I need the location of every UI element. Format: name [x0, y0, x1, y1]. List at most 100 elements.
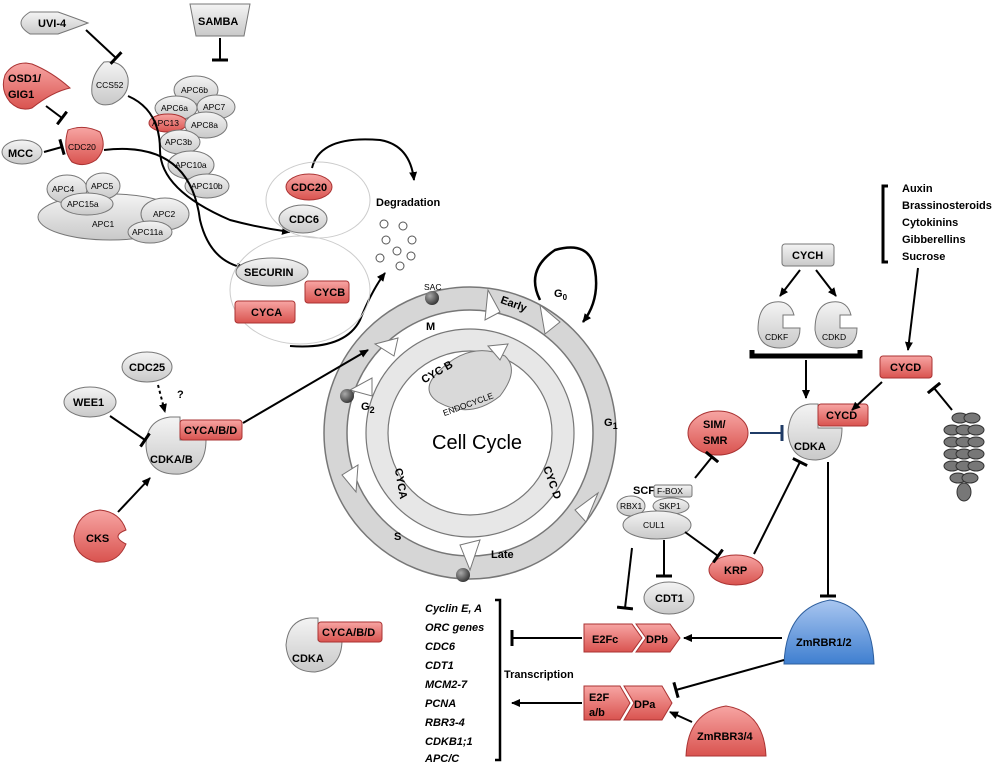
cdt1-label: CDT1: [655, 593, 684, 605]
cks-node: CKS: [73, 509, 127, 563]
proteasome: [943, 412, 985, 502]
cycd-bound-label: CYCD: [826, 410, 857, 422]
hormone-2: Brassinosteroids: [902, 200, 992, 212]
uvi4-label: UVI-4: [38, 18, 67, 30]
transcription-label: Transcription: [504, 669, 574, 681]
apc13-label: APC13: [152, 118, 179, 128]
gene-4: CDT1: [425, 660, 454, 672]
wee1-label: WEE1: [73, 397, 104, 409]
zmrbr34-label: ZmRBR3/4: [697, 731, 754, 743]
apc5-label: APC5: [91, 181, 113, 191]
apc10b-label: APC10b: [191, 181, 223, 191]
cdka-g1-label: CDKA: [794, 441, 826, 453]
cdc20-regulator-label: CDC20: [68, 142, 96, 152]
cul1-label: CUL1: [643, 520, 665, 530]
securin-label: SECURIN: [244, 267, 294, 279]
cdka-b-complex: CDKA/B CYCA/B/D: [145, 416, 243, 475]
s-phase-label: S: [394, 531, 401, 543]
osd1-node: OSD1/ GIG1: [2, 62, 72, 110]
e2fab-label-2: a/b: [589, 707, 605, 719]
apc10a-label: APC10a: [175, 160, 207, 170]
g1s-connectors: [616, 267, 953, 611]
ccs52-label: CCS52: [96, 80, 124, 90]
cyca-b-d-lower-label: CYCA/B/D: [322, 627, 375, 639]
g0-loop-arrow: [533, 246, 598, 323]
g0-label: G0: [554, 288, 568, 302]
apc7-label: APC7: [203, 102, 225, 112]
apc-connectors: [43, 29, 418, 348]
checkpoint-markers: [340, 291, 470, 582]
dpb-label: DPb: [646, 634, 668, 646]
mcc-label: MCC: [8, 148, 33, 160]
target-gene-list: Cyclin E, A ORC genes CDC6 CDT1 MCM2-7 P…: [424, 598, 574, 762]
hormone-5: Sucrose: [902, 251, 945, 263]
apc4-label: APC4: [52, 184, 74, 194]
question-mark: ?: [177, 389, 184, 401]
degradation-group-2: SECURIN CYCB CYCA: [229, 235, 371, 345]
uvi4-node: UVI-4: [20, 11, 90, 35]
apc1-label: APC1: [92, 219, 114, 229]
gene-8: CDKB1;1: [425, 736, 473, 748]
cdc20-substrate-label: CDC20: [291, 182, 327, 194]
gene-5: MCM2-7: [425, 679, 468, 691]
gene-2: ORC genes: [425, 622, 484, 634]
cyca-b-d-label: CYCA/B/D: [184, 425, 237, 437]
gene-list-bracket: [495, 598, 502, 762]
cdk-activating-bracket: [749, 350, 863, 359]
cdc20-regulator-node: CDC20: [65, 126, 104, 166]
degradation-node: Degradation: [375, 197, 440, 271]
cych-label: CYCH: [792, 250, 823, 262]
zmrbr12-node: ZmRBR1/2: [783, 599, 875, 665]
scf-complex: SCF F-BOX SKP1 RBX1 CUL1: [616, 484, 693, 540]
osd1-label-2: GIG1: [8, 89, 34, 101]
cych-node: CYCH: [781, 243, 835, 267]
apc-complex: APC1 APC2 APC11a APC4 APC5 APC15a APC6b …: [37, 75, 236, 244]
apc2-label: APC2: [153, 209, 175, 219]
osd1-label-1: OSD1/: [8, 73, 41, 85]
e2fc-dpb-complex: E2Fc DPb: [583, 623, 681, 653]
sim-label-2: SMR: [703, 435, 728, 447]
gene-3: CDC6: [425, 641, 456, 653]
cyca-substrate-label: CYCA: [251, 307, 282, 319]
degradation-group-1: CDC20 CDC6: [265, 161, 371, 239]
sim-label-1: SIM/: [703, 419, 726, 431]
hormone-4: Gibberellins: [902, 234, 966, 246]
m-phase-label: M: [426, 321, 435, 333]
fbox-label: F-BOX: [657, 486, 683, 496]
rbx1-label: RBX1: [620, 501, 642, 511]
krp-node: KRP: [708, 554, 764, 586]
transcription-connectors: [510, 630, 785, 723]
cdkf-label: CDKF: [765, 332, 788, 342]
cycd-free-node: CYCD: [879, 355, 933, 379]
cdka-lower-complex: CDKA CYCA/B/D: [285, 617, 383, 673]
cdt1-node: CDT1: [643, 581, 695, 615]
hormone-3: Cytokinins: [902, 217, 958, 229]
sac-label: SAC: [424, 282, 441, 292]
g2-label: G2: [361, 401, 375, 415]
apc8a-label: APC8a: [191, 120, 218, 130]
cycb-substrate-label: CYCB: [314, 287, 345, 299]
zmrbr34-node: ZmRBR3/4: [685, 705, 767, 757]
ccs52-node: CCS52: [91, 61, 129, 106]
cdkf-node: CDKF: [757, 301, 801, 349]
zmrbr12-label: ZmRBR1/2: [796, 637, 852, 649]
krp-label: KRP: [724, 565, 747, 577]
e2fab-label-1: E2F: [589, 692, 609, 704]
wee1-node: WEE1: [63, 386, 117, 418]
apc11a-label: APC11a: [132, 227, 163, 237]
gene-6: PCNA: [425, 698, 456, 710]
samba-label: SAMBA: [198, 16, 238, 28]
samba-node: SAMBA: [189, 3, 251, 37]
degradation-label: Degradation: [376, 197, 440, 209]
apc15a-label: APC15a: [67, 199, 99, 209]
cell-cycle-ring: [323, 286, 617, 580]
apc6b-label: APC6b: [181, 85, 208, 95]
dpa-label: DPa: [634, 699, 656, 711]
cdc6-label: CDC6: [289, 214, 319, 226]
skp1-label: SKP1: [659, 501, 681, 511]
hormone-list: Auxin Brassinosteroids Cytokinins Gibber…: [881, 183, 992, 264]
cdc25-node: CDC25 ?: [121, 351, 184, 401]
gene-1: Cyclin E, A: [425, 603, 482, 615]
